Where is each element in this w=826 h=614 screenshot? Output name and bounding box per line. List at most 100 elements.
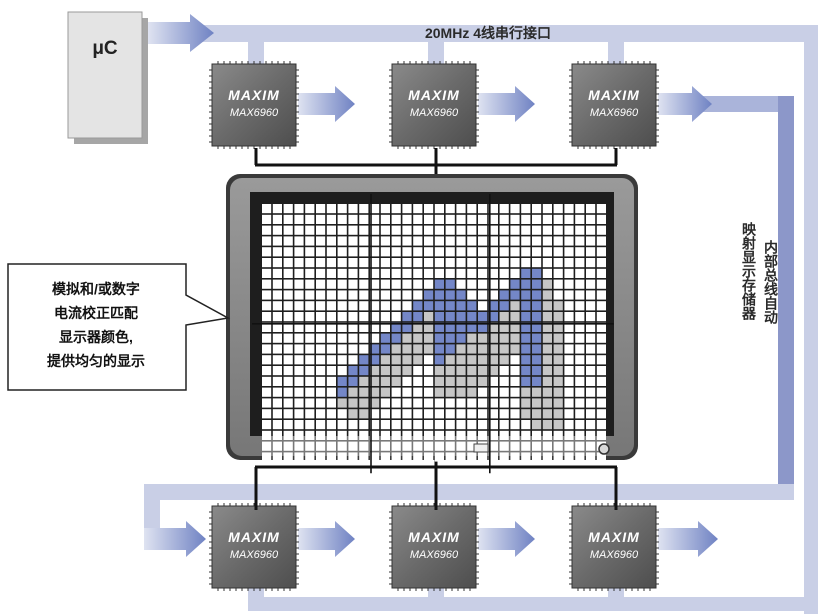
led-pixel <box>348 236 358 246</box>
led-pixel <box>510 312 520 322</box>
led-pixel <box>434 344 444 354</box>
led-pixel <box>348 355 358 365</box>
led-pixel <box>521 214 531 224</box>
led-pixel <box>553 398 563 408</box>
callout-line-4: 提供均匀的显示 <box>47 353 145 369</box>
led-pixel <box>575 420 585 430</box>
led-pixel <box>262 441 272 451</box>
led-pixel <box>283 366 293 376</box>
led-pixel <box>434 258 444 268</box>
led-pixel <box>380 312 390 322</box>
led-pixel <box>380 452 390 462</box>
led-pixel <box>564 355 574 365</box>
led-pixel <box>510 452 520 462</box>
led-pixel <box>305 366 315 376</box>
led-pixel <box>542 258 552 268</box>
led-pixel <box>488 452 498 462</box>
led-pixel <box>564 322 574 332</box>
led-pixel <box>294 420 304 430</box>
led-pixel <box>359 409 369 419</box>
led-pixel <box>283 409 293 419</box>
led-pixel <box>326 387 336 397</box>
led-pixel <box>586 268 596 278</box>
led-pixel <box>445 398 455 408</box>
led-pixel <box>316 301 326 311</box>
led-pixel <box>488 236 498 246</box>
led-pixel <box>596 247 606 257</box>
led-pixel <box>391 214 401 224</box>
chip-part-number: MAX6960 <box>590 549 639 561</box>
led-pixel <box>521 225 531 235</box>
led-pixel <box>348 441 358 451</box>
led-pixel <box>434 452 444 462</box>
led-pixel <box>272 366 282 376</box>
led-pixel <box>294 333 304 343</box>
led-pixel <box>596 258 606 268</box>
led-pixel <box>413 204 423 214</box>
led-pixel <box>370 344 380 354</box>
led-pixel <box>337 236 347 246</box>
led-pixel <box>316 366 326 376</box>
callout-line-2: 电流校正匹配 <box>54 305 138 321</box>
chip-body <box>211 505 297 589</box>
led-pixel <box>467 225 477 235</box>
led-pixel <box>542 366 552 376</box>
led-pixel <box>391 279 401 289</box>
led-pixel <box>478 301 488 311</box>
led-pixel <box>499 344 509 354</box>
led-pixel <box>542 430 552 440</box>
led-pixel <box>553 333 563 343</box>
led-pixel <box>305 355 315 365</box>
led-pixel <box>316 247 326 257</box>
led-pixel <box>359 290 369 300</box>
led-pixel <box>380 214 390 224</box>
led-pixel <box>370 398 380 408</box>
led-pixel <box>326 366 336 376</box>
led-pixel <box>478 247 488 257</box>
led-pixel <box>521 258 531 268</box>
led-pixel <box>521 344 531 354</box>
led-pixel <box>348 322 358 332</box>
led-pixel <box>294 409 304 419</box>
led-pixel <box>359 247 369 257</box>
led-pixel <box>510 214 520 224</box>
led-pixel <box>456 247 466 257</box>
led-pixel <box>434 247 444 257</box>
led-pixel <box>272 430 282 440</box>
led-pixel <box>272 355 282 365</box>
led-pixel <box>542 376 552 386</box>
led-pixel <box>316 441 326 451</box>
led-pixel <box>532 441 542 451</box>
led-pixel <box>262 268 272 278</box>
led-pixel <box>305 333 315 343</box>
led-pixel <box>499 398 509 408</box>
led-pixel <box>380 225 390 235</box>
led-pixel <box>326 214 336 224</box>
internal-bus-bottom <box>144 484 794 500</box>
led-pixel <box>370 387 380 397</box>
led-pixel <box>542 420 552 430</box>
led-pixel <box>575 441 585 451</box>
led-pixel <box>370 430 380 440</box>
led-pixel <box>553 279 563 289</box>
led-pixel <box>596 290 606 300</box>
led-pixel <box>316 420 326 430</box>
led-pixel <box>521 279 531 289</box>
led-pixel <box>305 452 315 462</box>
uc-label: μC <box>92 38 118 59</box>
led-pixel <box>445 366 455 376</box>
led-pixel <box>542 236 552 246</box>
serial-bus-right <box>804 25 818 614</box>
led-pixel <box>272 236 282 246</box>
led-pixel <box>532 409 542 419</box>
led-pixel <box>434 441 444 451</box>
led-pixel <box>564 290 574 300</box>
led-pixel <box>596 452 606 462</box>
led-pixel <box>445 322 455 332</box>
led-pixel <box>586 333 596 343</box>
led-pixel <box>413 279 423 289</box>
led-pixel <box>553 268 563 278</box>
led-pixel <box>564 236 574 246</box>
led-pixel <box>586 214 596 224</box>
